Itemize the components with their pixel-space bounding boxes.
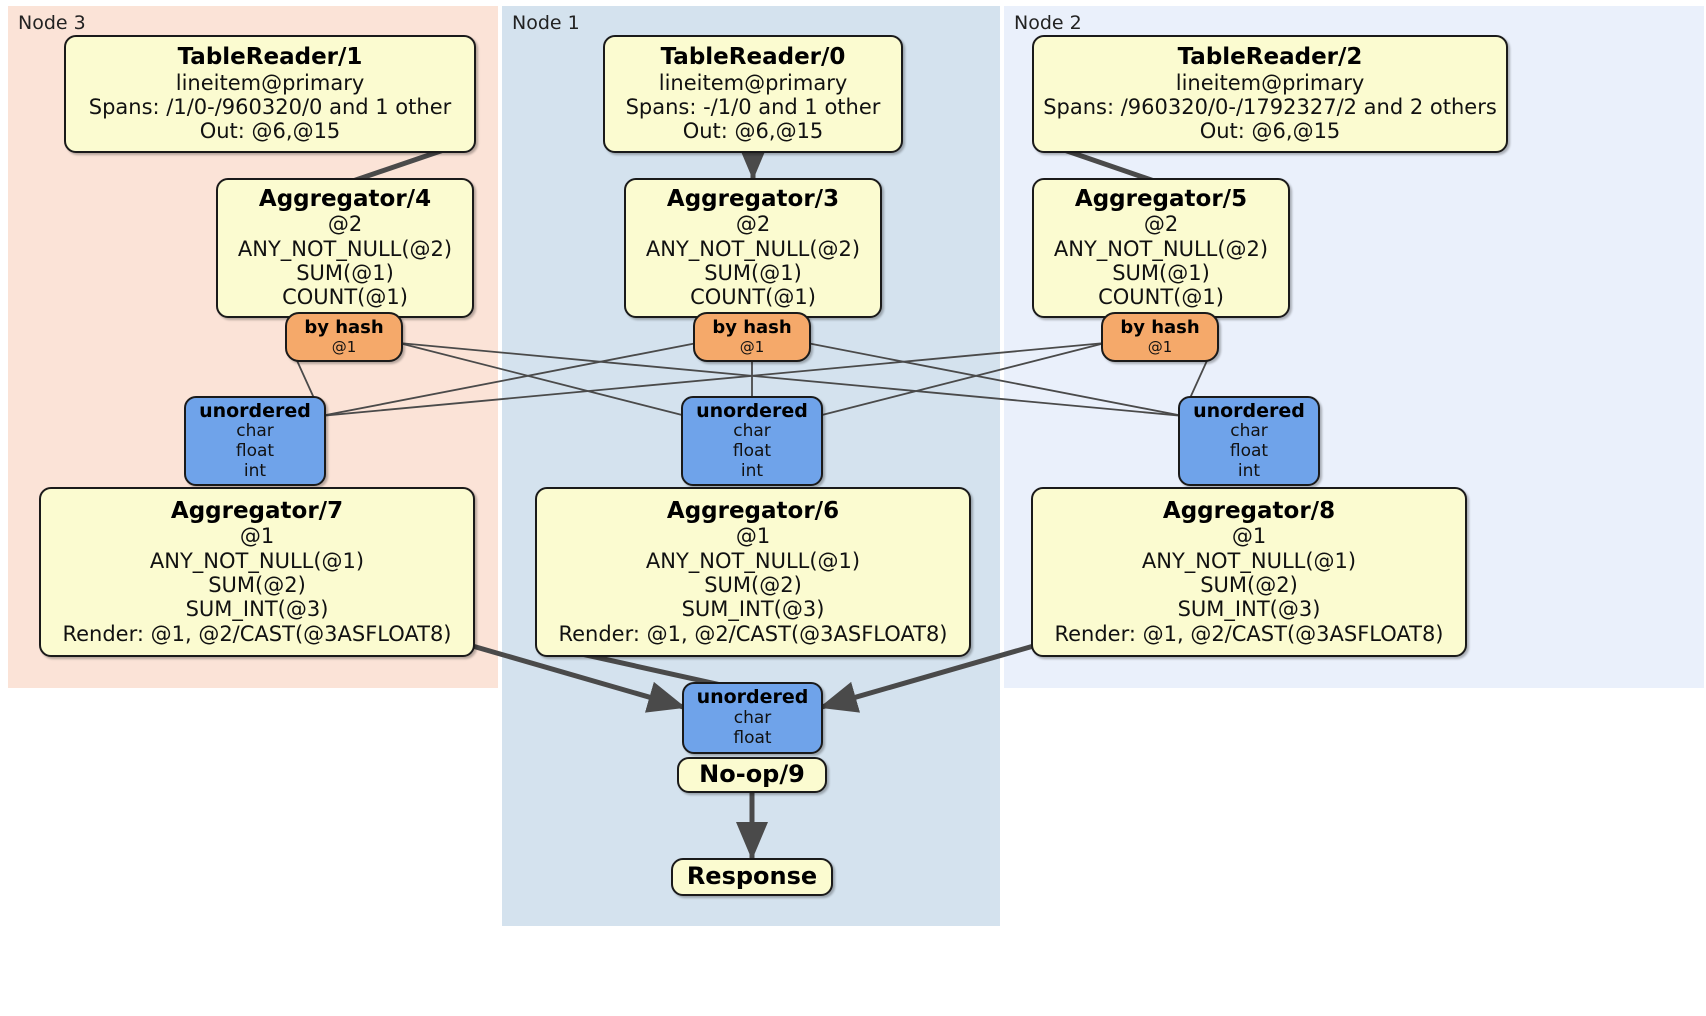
graph-node-detail-line: float — [235, 440, 275, 461]
graph-node-detail-line: @1 — [239, 524, 275, 549]
graph-node-detail-line: Out: @6,@15 — [682, 119, 824, 144]
graph-node-detail-line: SUM_INT(@3) — [681, 597, 825, 622]
graph-node-response[interactable]: Response — [671, 858, 833, 896]
graph-node-detail-line: @1 — [331, 337, 357, 356]
graph-node-detail-line: float — [1229, 440, 1269, 461]
graph-node-title: TableReader/1 — [177, 44, 363, 71]
graph-node-title: Aggregator/7 — [170, 497, 344, 524]
graph-node-detail-line: ANY_NOT_NULL(@1) — [1141, 548, 1357, 573]
graph-node-detail-line: float — [733, 727, 772, 748]
graph-node-title: unordered — [199, 399, 311, 422]
graph-node-detail-line: Render: @1, @2/CAST(@3ASFLOAT8) — [558, 621, 948, 646]
graph-node-title: Aggregator/8 — [1162, 497, 1336, 524]
graph-node-detail-line: lineitem@primary — [658, 70, 848, 95]
graph-node-detail-line: ANY_NOT_NULL(@2) — [237, 236, 453, 261]
graph-node-detail-line: char — [733, 421, 771, 442]
graph-node-detail-line: ANY_NOT_NULL(@2) — [645, 236, 861, 261]
graph-node-detail-line: COUNT(@1) — [282, 285, 408, 310]
graph-node-title: by hash — [1120, 317, 1200, 339]
graph-node-detail-line: Spans: /960320/0-/1792327/2 and 2 others — [1043, 94, 1497, 119]
graph-node-detail-line: SUM(@2) — [208, 572, 306, 597]
graph-node-detail-line: SUM(@1) — [704, 261, 802, 286]
graph-node-detail-line: Render: @1, @2/CAST(@3ASFLOAT8) — [1054, 621, 1444, 646]
graph-node-detail-line: SUM_INT(@3) — [185, 597, 329, 622]
graph-node-detail-line: int — [243, 460, 267, 481]
graph-node-title: unordered — [696, 686, 809, 709]
graph-node-noop9[interactable]: No-op/9 — [677, 757, 827, 793]
graph-node-title: TableReader/0 — [660, 44, 846, 71]
graph-node-detail-line: Out: @6,@15 — [1199, 119, 1341, 144]
graph-node-detail-line: SUM_INT(@3) — [1177, 597, 1321, 622]
graph-node-title: by hash — [712, 317, 792, 339]
graph-node-detail-line: COUNT(@1) — [690, 285, 816, 310]
node-region-label: Node 3 — [18, 12, 86, 34]
graph-node-detail-line: SUM(@1) — [1112, 261, 1210, 286]
graph-node-title: Aggregator/3 — [666, 186, 840, 213]
graph-node-detail-line: Render: @1, @2/CAST(@3ASFLOAT8) — [62, 621, 452, 646]
graph-node-detail-line: char — [733, 708, 772, 729]
graph-node-detail-line: Spans: /1/0-/960320/0 and 1 other — [88, 94, 452, 119]
graph-node-detail-line: int — [740, 460, 764, 481]
graph-node-detail-line: int — [1237, 460, 1261, 481]
graph-node-title: by hash — [304, 317, 384, 339]
graph-node-detail-line: @1 — [1147, 337, 1173, 356]
graph-node-hash5[interactable]: by hash@1 — [1101, 312, 1219, 362]
graph-node-title: unordered — [696, 399, 808, 422]
graph-node-hash3[interactable]: by hash@1 — [693, 312, 811, 362]
graph-node-detail-line: SUM(@2) — [1200, 572, 1298, 597]
graph-node-detail-line: @1 — [739, 337, 765, 356]
graph-node-detail-line: @2 — [1143, 212, 1179, 237]
graph-node-title: No-op/9 — [699, 760, 805, 789]
graph-node-detail-line: ANY_NOT_NULL(@1) — [149, 548, 365, 573]
graph-node-detail-line: ANY_NOT_NULL(@1) — [645, 548, 861, 573]
graph-node-title: TableReader/2 — [1177, 44, 1363, 71]
graph-node-title: Response — [686, 862, 818, 891]
graph-node-title: Aggregator/6 — [666, 497, 840, 524]
graph-node-detail-line: @2 — [735, 212, 771, 237]
graph-node-detail-line: float — [732, 440, 772, 461]
graph-node-detail-line: char — [1230, 421, 1268, 442]
graph-node-detail-line: @1 — [735, 524, 771, 549]
graph-node-detail-line: lineitem@primary — [175, 70, 365, 95]
node-region-label: Node 2 — [1014, 12, 1082, 34]
graph-node-hash4[interactable]: by hash@1 — [285, 312, 403, 362]
graph-node-detail-line: SUM(@2) — [704, 572, 802, 597]
graph-node-detail-line: Out: @6,@15 — [199, 119, 341, 144]
graph-node-detail-line: COUNT(@1) — [1098, 285, 1224, 310]
graph-node-detail-line: ANY_NOT_NULL(@2) — [1053, 236, 1269, 261]
node-region-label: Node 1 — [512, 12, 580, 34]
graph-node-title: Aggregator/4 — [258, 186, 432, 213]
graph-node-title: Aggregator/5 — [1074, 186, 1248, 213]
graph-node-detail-line: @2 — [327, 212, 363, 237]
graph-node-detail-line: Spans: -/1/0 and 1 other — [625, 94, 881, 119]
graph-node-detail-line: char — [236, 421, 274, 442]
graph-node-detail-line: @1 — [1231, 524, 1267, 549]
graph-node-detail-line: lineitem@primary — [1175, 70, 1365, 95]
graph-node-title: unordered — [1193, 399, 1305, 422]
graph-node-detail-line: SUM(@1) — [296, 261, 394, 286]
